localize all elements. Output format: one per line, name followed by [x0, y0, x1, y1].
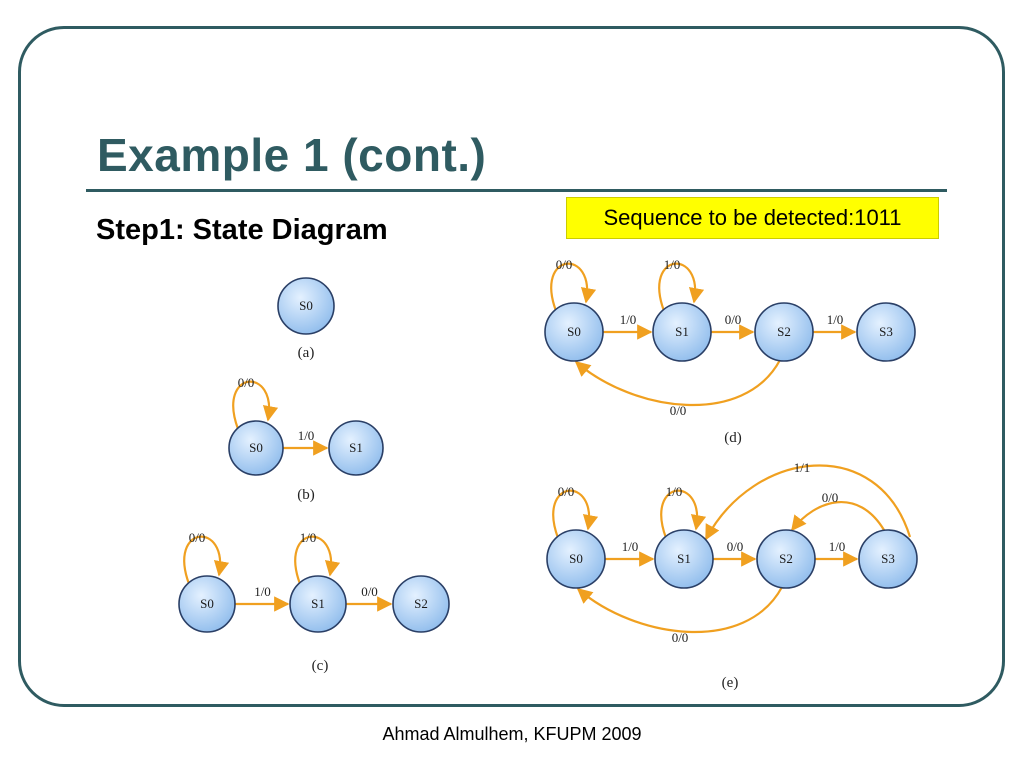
diagram-e-edge-s3-s1: [705, 464, 912, 541]
edges-layer: [183, 262, 912, 634]
diagram-d-edge-label-s1-s2: 0/0: [725, 312, 742, 327]
diagram-e-caption: (e): [722, 675, 739, 691]
diagram-e-state-s3: [858, 529, 918, 589]
diagram-e-state-label-s3: S3: [881, 551, 895, 566]
diagram-e-edge-s2-s0: [576, 586, 783, 634]
diagram-d-edge-s1-s1: [658, 262, 705, 312]
slide-footer: Ahmad Almulhem, KFUPM 2009: [382, 724, 642, 744]
diagram-d-edge-label-s2-s0: 0/0: [670, 403, 687, 418]
diagram-d-state-s3: [856, 302, 916, 362]
diagram-e-edge-label-s2-s3: 1/0: [829, 539, 846, 554]
title-underline: [86, 189, 947, 192]
slide-frame: [18, 26, 1005, 707]
diagram-b-edge-label-s0-s0: 0/0: [238, 375, 255, 390]
sequence-note-text: Sequence to be detected:1011: [603, 205, 902, 230]
diagram-a-state-s0: [277, 277, 335, 335]
diagram-b-state-s0: [228, 420, 284, 476]
diagram-c-edge-label-s0-s1: 1/0: [254, 584, 271, 599]
diagram-e-edge-s1-s1: [660, 489, 707, 539]
diagram-d-edge-label-s0-s0: 0/0: [556, 257, 573, 272]
diagram-b-state-s1: [328, 420, 384, 476]
diagram-c-caption: (c): [312, 658, 329, 674]
diagram-d-edge-label-s0-s1: 1/0: [620, 312, 637, 327]
diagram-e-state-s0: [546, 529, 606, 589]
diagram-e-state-label-s2: S2: [779, 551, 793, 566]
diagram-c-edge-s0-s0: [183, 535, 230, 585]
diagram-b-state-label-s1: S1: [349, 440, 363, 455]
diagram-d-state-s2: [754, 302, 814, 362]
states-layer: [178, 277, 918, 633]
slide-subtitle: Step1: State Diagram: [96, 214, 388, 246]
diagram-e-state-label-s1: S1: [677, 551, 691, 566]
diagram-c-state-label-s0: S0: [200, 596, 214, 611]
diagram-c-edge-s1-s1: [294, 535, 341, 585]
slide-title: Example 1 (cont.): [97, 129, 487, 181]
diagram-e-edge-label-s2-s0: 0/0: [672, 630, 689, 645]
diagram-d-state-s0: [544, 302, 604, 362]
diagram-e-state-s2: [756, 529, 816, 589]
diagram-c-edge-label-s1-s1: 1/0: [300, 530, 317, 545]
diagram-e-edge-label-s0-s0: 0/0: [558, 484, 575, 499]
diagram-e-edge-s0-s0: [552, 489, 599, 539]
diagram-c-state-s1: [289, 575, 347, 633]
diagram-c-state-s2: [392, 575, 450, 633]
diagram-d-state-label-s1: S1: [675, 324, 689, 339]
diagram-d-state-s1: [652, 302, 712, 362]
diagram-d-edge-s2-s0: [574, 359, 781, 407]
diagram-e-state-s1: [654, 529, 714, 589]
diagram-b-state-label-s0: S0: [249, 440, 263, 455]
diagram-e-edge-label-s3-s2: 0/0: [822, 490, 839, 505]
diagram-b-edge-label-s0-s1: 1/0: [298, 428, 315, 443]
diagram-c-state-label-s1: S1: [311, 596, 325, 611]
diagram-c-edge-label-s0-s0: 0/0: [189, 530, 206, 545]
diagram-d-state-label-s3: S3: [879, 324, 893, 339]
diagram-c-state-s0: [178, 575, 236, 633]
diagram-d-edge-label-s1-s1: 1/0: [664, 257, 681, 272]
diagram-e-state-label-s0: S0: [569, 551, 583, 566]
diagram-d-state-label-s2: S2: [777, 324, 791, 339]
diagram-e-edge-label-s1-s1: 1/0: [666, 484, 683, 499]
diagram-e-edge-label-s3-s1: 1/1: [794, 460, 811, 475]
diagram-d-edge-label-s2-s3: 1/0: [827, 312, 844, 327]
diagram-e-edge-label-s1-s2: 0/0: [727, 539, 744, 554]
diagram-e-edge-s3-s2: [791, 501, 885, 532]
sequence-note: Sequence to be detected:1011: [566, 197, 939, 239]
diagram-a-caption: (a): [298, 345, 315, 361]
diagram-a-state-label-s0: S0: [299, 298, 313, 313]
diagram-d-edge-s0-s0: [550, 262, 597, 312]
diagram-b-edge-s0-s0: [232, 380, 279, 430]
diagram-c-state-label-s2: S2: [414, 596, 428, 611]
diagram-b-caption: (b): [297, 487, 315, 503]
diagram-d-caption: (d): [724, 430, 742, 446]
diagram-c-edge-label-s1-s2: 0/0: [361, 584, 378, 599]
diagram-e-edge-label-s0-s1: 1/0: [622, 539, 639, 554]
diagram-d-state-label-s0: S0: [567, 324, 581, 339]
